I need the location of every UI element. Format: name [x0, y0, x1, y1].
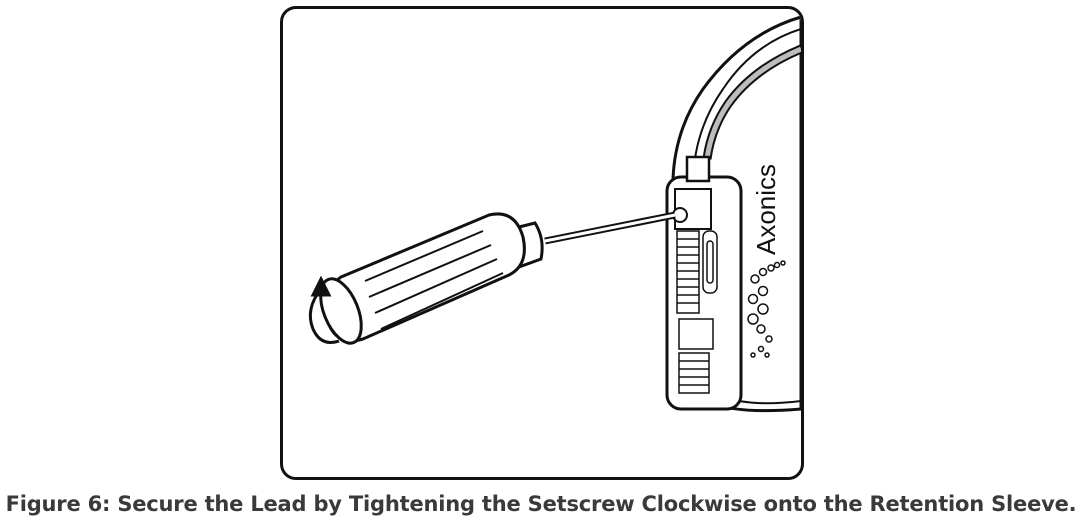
setscrew — [672, 207, 688, 223]
figure-caption: Figure 6: Secure the Lead by Tightening … — [5, 492, 1077, 516]
header-contacts — [676, 230, 718, 394]
clockwise-arrow-icon — [308, 275, 340, 344]
figure-illustration: Axonics — [308, 9, 801, 413]
screwdriver-handle — [319, 212, 526, 345]
lead-cable-core — [704, 46, 801, 160]
brand-logo — [747, 260, 786, 358]
lead-connector — [685, 155, 711, 183]
brand-label: Axonics — [751, 164, 781, 255]
figure-frame: Axonics — [280, 6, 804, 480]
